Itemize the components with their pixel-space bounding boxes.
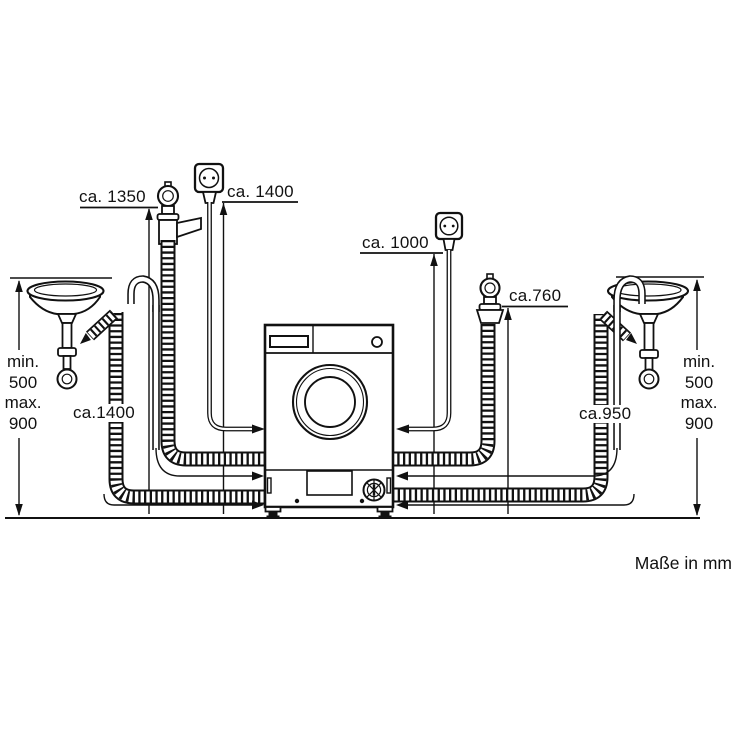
- power-cable-right: [396, 250, 449, 434]
- label-drain-hose-right-length: ca.950: [577, 404, 634, 423]
- units-note: Maße in mm: [634, 553, 732, 573]
- left-sink: [26, 280, 105, 390]
- program-knob: [371, 336, 383, 348]
- dimension-lines: [10, 201, 704, 516]
- dim-sink-height-right: [693, 279, 701, 516]
- water-tap-icon-right: [475, 273, 505, 324]
- screw: [294, 498, 300, 504]
- siphon-nut: [57, 347, 77, 357]
- label-sink-height-left: min. 500 max. 900: [0, 352, 47, 434]
- siphon-trap: [56, 368, 78, 390]
- power-cable-left: [210, 202, 265, 434]
- power-socket-icon-left: [193, 162, 225, 204]
- plug-icon: [442, 238, 456, 251]
- label-tap-left-height: ca. 1350: [79, 187, 146, 206]
- foot-right: [376, 506, 394, 519]
- detergent-drawer: [269, 335, 309, 348]
- siphon-trap: [638, 368, 660, 390]
- inlet-hose-right: [392, 324, 488, 459]
- plug-icon: [201, 191, 218, 204]
- sink-funnel: [638, 313, 660, 324]
- label-socket-right-height: ca. 1000: [362, 233, 429, 252]
- screw: [359, 498, 365, 504]
- right-sink: [606, 280, 690, 390]
- service-flap: [306, 470, 353, 496]
- label-tap-right-height: ca.760: [509, 286, 562, 305]
- water-tap-icon-left: [156, 181, 202, 245]
- drain-hose-right: [392, 279, 642, 510]
- pump-cap: [362, 478, 386, 502]
- siphon-nut: [639, 349, 659, 359]
- door: [291, 363, 369, 441]
- label-drain-hose-left-length: ca.1400: [71, 403, 137, 422]
- drain-hose-left: [80, 279, 266, 510]
- foot-left: [264, 506, 282, 519]
- dim-sink-height-left: [15, 280, 23, 516]
- label-socket-left-height: ca. 1400: [227, 182, 294, 201]
- power-socket-icon-right: [434, 211, 464, 251]
- sink-funnel: [56, 313, 78, 324]
- washing-machine: [263, 323, 395, 519]
- label-sink-height-right: min. 500 max. 900: [675, 352, 723, 434]
